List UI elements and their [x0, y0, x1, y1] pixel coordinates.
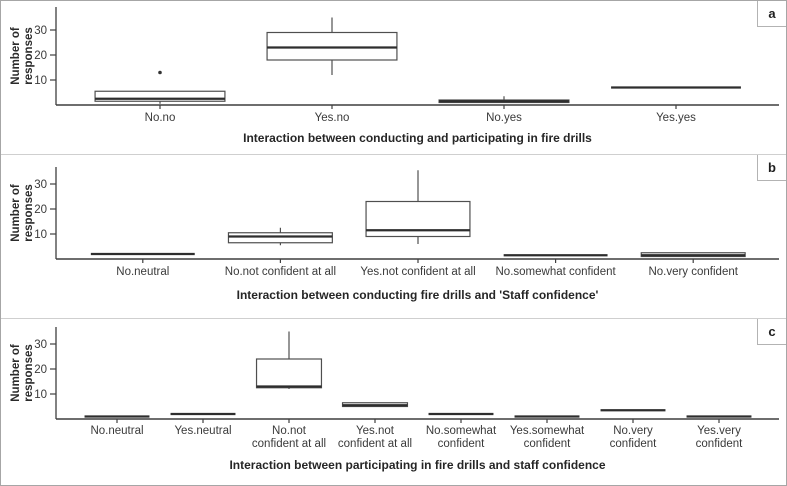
x-axis-title-b: Interaction between conducting fire dril…	[236, 288, 599, 302]
x-category-label: Yes.neutral	[174, 425, 231, 437]
x-category-label: Yes.no	[315, 112, 350, 124]
box-rect	[255, 358, 323, 389]
x-category-label: confident	[610, 438, 657, 450]
x-category-label: No.no	[145, 112, 176, 124]
x-category-label: confident	[438, 438, 485, 450]
box-rect	[266, 31, 398, 61]
x-category-label: No.somewhat	[426, 425, 497, 437]
y-tick-label: 20	[34, 50, 47, 62]
panel-label-a: a	[757, 1, 786, 27]
x-category-label: No.somewhat confident	[496, 266, 617, 278]
box-rect	[227, 232, 333, 244]
x-category-label: confident at all	[252, 438, 326, 450]
y-tick-label: 30	[34, 179, 47, 191]
box-rect	[94, 90, 226, 102]
x-category-label: No.yes	[486, 112, 522, 124]
x-category-label: confident	[524, 438, 571, 450]
x-category-label: No.neutral	[90, 425, 143, 437]
x-category-label: confident	[696, 438, 743, 450]
x-axis-title-c: Interaction between participating in fir…	[229, 458, 606, 472]
panel-label-c: c	[757, 319, 786, 345]
y-tick-label: 20	[34, 364, 47, 376]
panel-label-b: b	[757, 155, 786, 181]
x-category-label: No.not	[272, 425, 307, 437]
x-axis-title-a: Interaction between conducting and parti…	[243, 131, 592, 145]
y-tick-label: 30	[34, 339, 47, 351]
x-category-label: No.not confident at all	[225, 266, 336, 278]
outlier-point	[158, 70, 162, 75]
x-category-label: Yes.somewhat	[510, 425, 585, 437]
y-tick-label: 20	[34, 204, 47, 216]
x-category-label: Yes.yes	[656, 112, 696, 124]
y-tick-label: 10	[34, 389, 47, 401]
y-tick-label: 30	[34, 25, 47, 37]
x-category-label: No.very	[613, 425, 653, 437]
y-tick-label: 10	[34, 75, 47, 87]
x-category-label: Yes.very	[697, 425, 741, 437]
x-category-label: No.neutral	[116, 266, 169, 278]
x-category-label: Yes.not confident at all	[360, 266, 475, 278]
x-category-label: No.very confident	[648, 266, 738, 278]
y-tick-label: 10	[34, 229, 47, 241]
x-category-label: Yes.not	[356, 425, 395, 437]
x-category-label: confident at all	[338, 438, 412, 450]
